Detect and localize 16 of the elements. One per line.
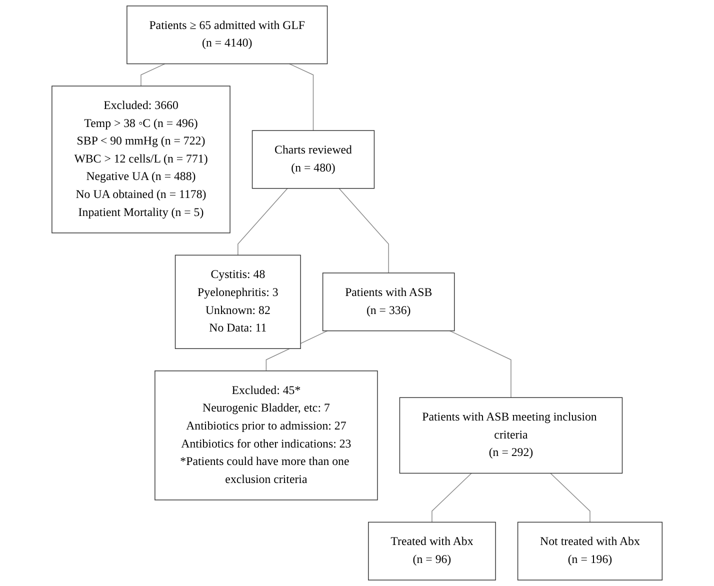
node-box: Patients ≥ 65 admitted with GLF (n = 4140) bbox=[126, 6, 328, 64]
connector bbox=[550, 472, 590, 523]
node-box: Treated with Abx (n = 96) bbox=[368, 522, 496, 580]
node-box: Cystitis: 48 Pyelonephritis: 3 Unknown: 82 No Data: 11 bbox=[174, 254, 301, 349]
node-box: Excluded: 45* Neurogenic Bladder, etc: 7 Antibiotics prior to admission: 27 Antibiotics for other indications: 23 *Patients could have more than one exclusion criteria bbox=[154, 370, 378, 500]
node-box: Not treated with Abx (n = 196) bbox=[517, 522, 662, 580]
node-box: Charts reviewed (n = 480) bbox=[252, 130, 375, 189]
connector bbox=[238, 188, 288, 256]
connector bbox=[140, 63, 166, 86]
connector bbox=[449, 330, 512, 398]
connector bbox=[432, 472, 472, 523]
connector bbox=[288, 63, 314, 131]
connector bbox=[338, 188, 389, 274]
node-box: Excluded: 3660 Temp > 38 ◦C (n = 496) SBP < 90 mmHg (n = 722) WBC > 12 cells/L (n = 771) Negative UA (n = 488) No UA obtained (n = 1178) Inpatient Mortality (n = 5) bbox=[52, 86, 230, 234]
node-box: Patients with ASB (n = 336) bbox=[322, 272, 455, 332]
node-box: Patients with ASB meeting inclusion criteria (n = 292) bbox=[399, 397, 623, 474]
